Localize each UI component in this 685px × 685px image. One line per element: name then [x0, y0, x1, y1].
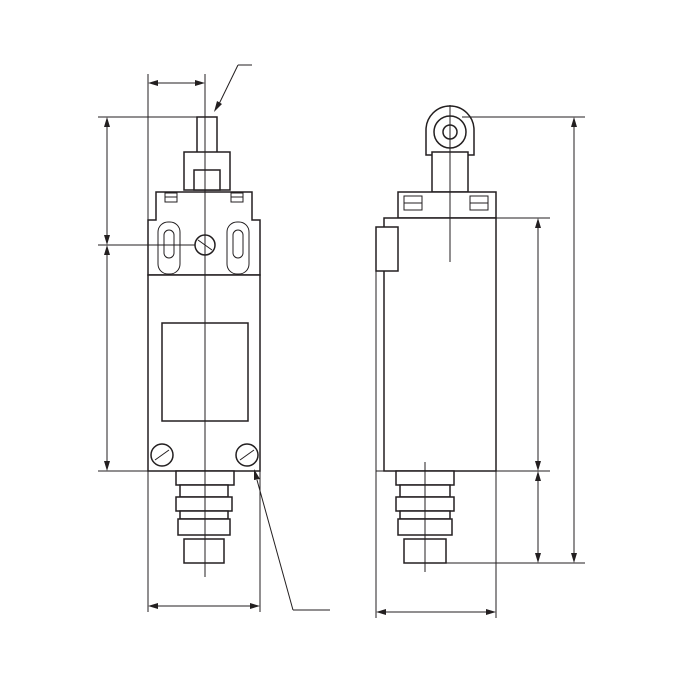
side-view — [375, 105, 585, 618]
side-tab — [375, 226, 399, 272]
gland-ring-3 — [175, 496, 233, 512]
gland-nut — [183, 538, 225, 564]
mount-slot-right — [226, 221, 250, 275]
side-body — [383, 217, 497, 472]
head-block — [147, 191, 261, 276]
mount-slot-left — [157, 221, 181, 275]
gland-ring-4 — [179, 510, 229, 520]
gland-ring-2 — [179, 484, 229, 498]
gland-ring-5 — [177, 518, 231, 536]
actuator-block — [193, 169, 221, 191]
front-view — [98, 64, 330, 612]
